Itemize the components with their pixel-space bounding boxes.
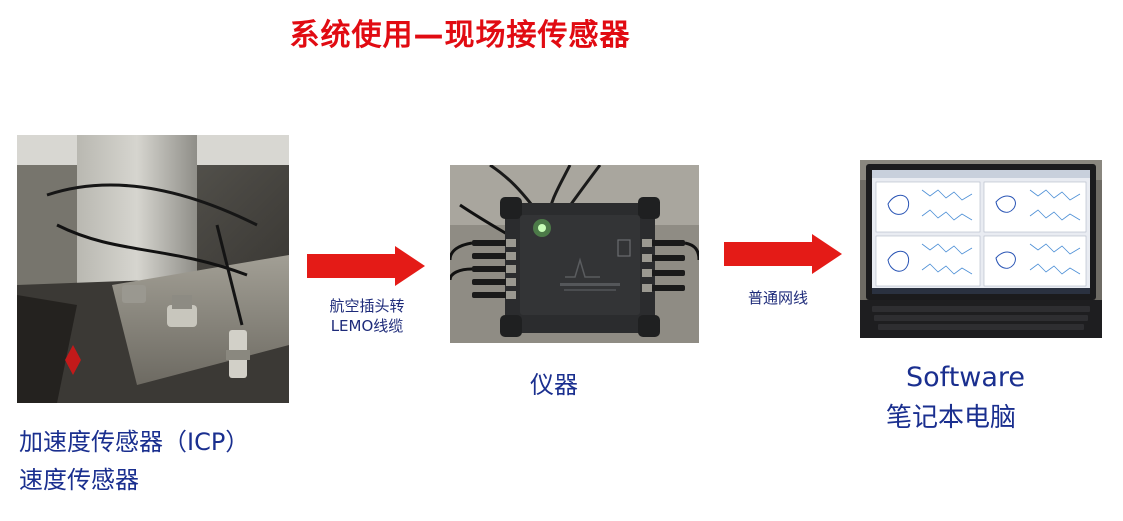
laptop-photo xyxy=(860,160,1102,338)
slide-title: 系统使用—现场接传感器 xyxy=(289,18,631,53)
sensor-photo xyxy=(17,135,289,403)
laptop-label-software: Software xyxy=(906,362,1026,393)
cable-label-line2: LEMO线缆 xyxy=(330,317,404,335)
instrument-label: 仪器 xyxy=(530,371,578,399)
instrument-photo xyxy=(450,165,699,343)
cable-label-line1: 航空插头转 xyxy=(329,297,405,315)
sensor-label-1: 加速度传感器（ICP） xyxy=(19,428,250,456)
sensor-label-2: 速度传感器 xyxy=(19,466,139,494)
arrow-right-icon xyxy=(307,246,425,286)
cable-label: 航空插头转 LEMO线缆 xyxy=(297,296,437,336)
network-label: 普通网线 xyxy=(747,289,808,307)
laptop-label-laptop: 笔记本电脑 xyxy=(886,403,1017,433)
arrow-right-icon xyxy=(724,234,842,274)
